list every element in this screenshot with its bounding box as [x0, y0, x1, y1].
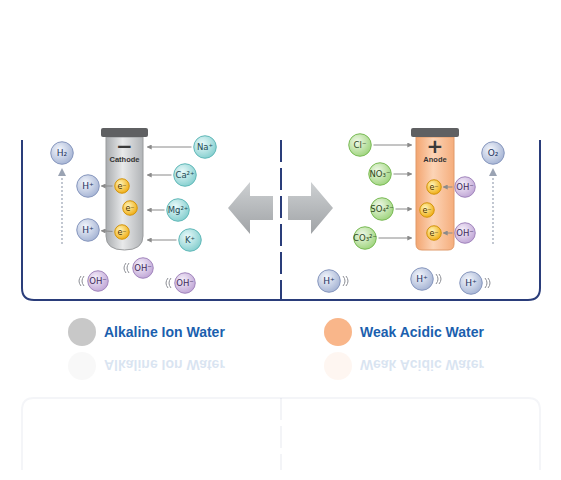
gas-rise-line [492, 172, 493, 244]
ion-circle: SO₄²⁻ [370, 197, 394, 221]
ion-label: Na⁺ [179, 142, 231, 153]
ion-label: e⁻ [100, 227, 144, 238]
ion-label: H⁺ [62, 225, 114, 236]
ion-label: e⁻ [412, 182, 456, 193]
ion-label: Ca²⁺ [159, 170, 211, 181]
ion-label: OH⁻ [160, 278, 210, 289]
ion-circle: e⁻ [419, 202, 435, 218]
flow-arrow-right [288, 182, 333, 234]
swatch-reflection [324, 352, 352, 380]
ion-circle: H⁺ [410, 267, 434, 291]
ion-label: K⁺ [164, 235, 216, 246]
ion-circle: Cl⁻ [348, 133, 372, 157]
legend-label: Alkaline Ion Water [104, 324, 225, 340]
ion-circle: NO₃⁻ [368, 162, 392, 186]
ion-circle: H₂ [50, 141, 74, 165]
ion-arrow [148, 147, 192, 148]
divider-reflection [280, 398, 282, 470]
ion-circle: OH⁻ [454, 222, 476, 244]
ion-circle: e⁻ [426, 179, 442, 195]
ion-circle: e⁻ [114, 224, 130, 240]
legend-swatch [324, 318, 352, 346]
reflection-text: Alkaline Ion Water [104, 357, 225, 373]
electrode-label: Anode [413, 155, 457, 164]
electrode: −Cathode e⁻ e⁻ e⁻ [103, 128, 146, 250]
legend-swatch [68, 318, 96, 346]
ion-arrow [396, 209, 412, 210]
ion-label: OH⁻ [118, 263, 168, 274]
ion-circle: e⁻ [122, 200, 138, 216]
ion-label: NO₃⁻ [354, 169, 406, 180]
ion-arrow [148, 210, 165, 211]
ion-circle: CO₃²⁻ [353, 226, 377, 250]
electrode-cap [101, 128, 148, 137]
legend-label: Weak Acidic Water [360, 324, 484, 340]
ion-circle: OH⁻ [87, 270, 109, 292]
electrode: +Anode e⁻ e⁻ e⁻ [413, 128, 457, 250]
ion-arrow [148, 240, 177, 241]
ion-label: OH⁻ [73, 276, 123, 287]
ion-circle: OH⁻ [174, 272, 196, 294]
ion-circle: e⁻ [114, 178, 130, 194]
ion-label: e⁻ [108, 203, 152, 214]
ion-label: OH⁻ [440, 228, 490, 239]
tank-reflection [22, 398, 540, 470]
ion-label: e⁻ [412, 228, 456, 239]
electrode-cap [411, 128, 459, 137]
ion-circle: O₂ [481, 141, 505, 165]
ion-label: H₂ [36, 148, 88, 159]
ion-circle: Na⁺ [193, 135, 217, 159]
ion-label: H⁺ [62, 181, 114, 192]
ion-label: CO₃²⁻ [339, 233, 391, 244]
ion-arrow [394, 174, 412, 175]
tank-outline [22, 140, 540, 300]
gas-rise-line [61, 172, 62, 244]
ion-arrow [148, 175, 172, 176]
ion-circle: K⁺ [178, 228, 202, 252]
flow-arrow-left [228, 182, 273, 234]
ion-circle: OH⁻ [454, 176, 476, 198]
ion-circle: H⁺ [76, 174, 100, 198]
ion-circle: e⁻ [426, 225, 442, 241]
ion-label: OH⁻ [440, 182, 490, 193]
ion-circle: Mg²⁺ [166, 198, 190, 222]
ion-label: e⁻ [100, 181, 144, 192]
ion-circle: OH⁻ [132, 257, 154, 279]
membrane-divider [280, 140, 282, 300]
ion-label: H⁺ [396, 274, 448, 285]
gas-rise-head [58, 168, 66, 176]
reflection-text: Weak Acidic Water [360, 357, 484, 373]
ion-label: Mg²⁺ [152, 205, 204, 216]
gas-rise-head [489, 168, 497, 176]
swatch-reflection [68, 352, 96, 380]
ion-arrow [379, 238, 412, 239]
ion-arrow [374, 145, 412, 146]
ion-label: O₂ [467, 148, 519, 159]
electrode-label: Cathode [103, 155, 146, 164]
legend-item: Weak Acidic Water [324, 318, 484, 346]
ion-circle: H⁺ [76, 218, 100, 242]
ion-label: SO₄²⁻ [356, 204, 408, 215]
ion-label: H⁺ [303, 276, 355, 287]
ion-label: H⁺ [445, 278, 497, 289]
ion-circle: Ca²⁺ [173, 163, 197, 187]
ion-label: e⁻ [405, 205, 449, 216]
ion-label: Cl⁻ [334, 140, 386, 151]
ion-circle: H⁺ [317, 269, 341, 293]
polarity-sign: + [413, 138, 457, 155]
legend-item: Alkaline Ion Water [68, 318, 225, 346]
ion-circle: H⁺ [459, 271, 483, 295]
polarity-sign: − [103, 138, 146, 155]
